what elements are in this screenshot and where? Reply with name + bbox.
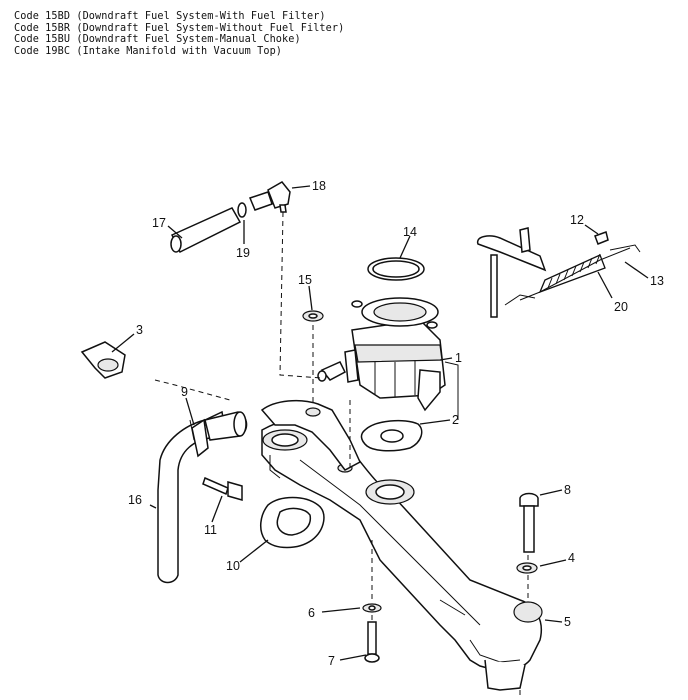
manifold-gasket	[260, 496, 325, 549]
callout-label: 12	[570, 213, 584, 227]
callout-7: 7	[328, 654, 367, 668]
callout-label: 13	[650, 274, 664, 288]
callout-label: 17	[152, 216, 166, 230]
callout-3: 3	[111, 323, 143, 353]
callout-label: 9	[181, 385, 188, 399]
callout-19: 19	[236, 220, 250, 260]
fuel-fitting	[237, 181, 291, 218]
screw-7	[364, 621, 380, 663]
carburetor-gasket	[360, 419, 423, 452]
callout-label: 4	[568, 551, 575, 565]
callout-14: 14	[399, 225, 417, 259]
callout-label: 19	[236, 246, 250, 260]
hose-clamp	[189, 418, 209, 458]
fuel-filter	[170, 207, 242, 254]
code-list: Code 15BD (Downdraft Fuel System-With Fu…	[14, 11, 344, 57]
callout-label: 2	[452, 413, 459, 427]
callout-8: 8	[539, 483, 571, 497]
callout-label: 3	[136, 323, 143, 337]
callout-label: 5	[564, 615, 571, 629]
callout-label: 8	[564, 483, 571, 497]
callout-label: 14	[403, 225, 417, 239]
callout-9: 9	[181, 385, 195, 426]
callout-12: 12	[570, 213, 599, 235]
choke-bracket	[80, 341, 126, 379]
callout-10: 10	[226, 539, 269, 573]
manifold-rail	[260, 399, 361, 471]
bolt-8	[519, 492, 539, 553]
callout-20: 20	[597, 271, 628, 314]
code-line: Code 19BC (Intake Manifold with Vacuum T…	[14, 45, 283, 57]
callout-1: 1	[439, 351, 462, 365]
callout-label: 16	[128, 493, 142, 507]
washer-4	[516, 562, 538, 574]
carburetor	[317, 297, 446, 412]
throttle-linkage	[476, 227, 641, 318]
callout-17: 17	[152, 216, 183, 239]
callout-label: 18	[312, 179, 326, 193]
fuel-line	[157, 410, 248, 584]
callout-11: 11	[204, 495, 223, 537]
callout-label: 11	[204, 523, 217, 537]
code-line: Code 15BD (Downdraft Fuel System-With Fu…	[14, 11, 326, 22]
callout-label: 15	[298, 273, 312, 287]
callout-15: 15	[298, 273, 313, 311]
washer-6	[362, 603, 382, 613]
intake-manifold	[261, 417, 543, 691]
code-line: Code 15BU (Downdraft Fuel System-Manual …	[14, 34, 301, 46]
callout-label: 7	[328, 654, 335, 668]
callout-6: 6	[308, 606, 361, 620]
air-horn-gasket	[367, 257, 425, 281]
callout-16: 16	[128, 493, 157, 509]
callout-label: 10	[226, 559, 240, 573]
callout-4: 4	[539, 551, 575, 567]
alignment-lines	[154, 211, 529, 698]
callout-5: 5	[544, 615, 571, 629]
callout-label: 20	[614, 300, 628, 314]
callout-2: 2	[419, 361, 459, 427]
callout-label: 1	[455, 351, 462, 365]
bolt-11	[202, 476, 243, 501]
callout-label: 6	[308, 606, 315, 620]
callout-13: 13	[624, 261, 664, 288]
callout-18: 18	[291, 179, 326, 193]
code-line: Code 15BR (Downdraft Fuel System-Without…	[14, 22, 345, 34]
washer-15	[302, 310, 324, 322]
